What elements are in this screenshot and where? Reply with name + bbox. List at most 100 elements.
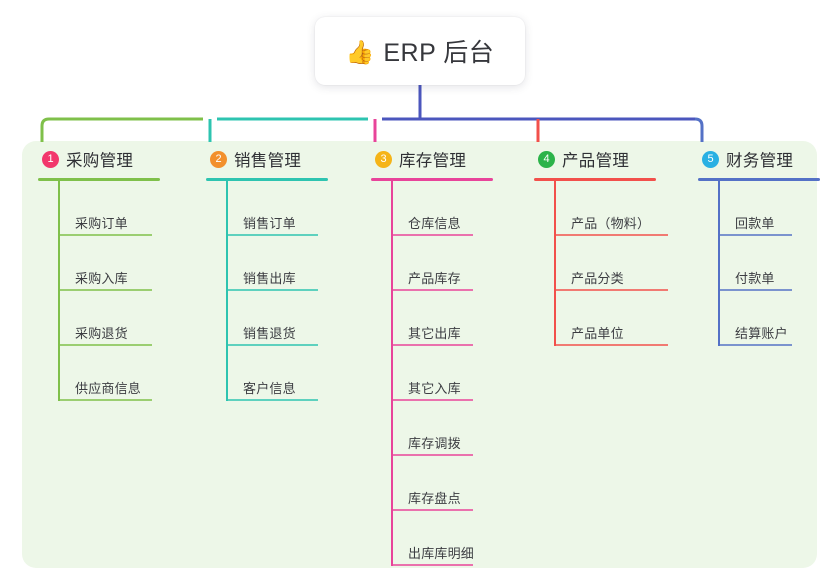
branch-item-rule — [60, 289, 152, 291]
branch-spine-1 — [58, 181, 60, 401]
branch-column-5: 5 财务管理回款单付款单结算账户 — [698, 146, 820, 346]
branch-item-rule — [60, 234, 152, 236]
thumbs-up-icon: 👍 — [345, 38, 375, 65]
branch-item[interactable]: 其它出库 — [391, 291, 493, 346]
branch-item[interactable]: 库存调拨 — [391, 401, 493, 456]
branch-item-label: 产品分类 — [571, 271, 624, 286]
branch-badge-2: 2 — [210, 150, 227, 168]
root-node-label: ERP 后台 — [383, 39, 495, 67]
branch-item[interactable]: 客户信息 — [226, 346, 328, 401]
branch-item-label: 库存调拨 — [408, 436, 461, 451]
branch-item-label: 采购退货 — [75, 326, 128, 341]
branch-item[interactable]: 仓库信息 — [391, 181, 493, 236]
branch-item-label: 仓库信息 — [408, 216, 461, 231]
branch-badge-3: 3 — [375, 150, 392, 168]
branch-title-3: 库存管理 — [399, 152, 467, 170]
branch-items-2: 销售订单销售出库销售退货客户信息 — [226, 181, 328, 401]
branch-column-1: 1 采购管理采购订单采购入库采购退货供应商信息 — [38, 146, 160, 401]
branch-rule-1 — [38, 178, 160, 181]
branch-item-rule — [556, 234, 668, 236]
connector — [694, 117, 704, 142]
branch-items-4: 产品（物料） 产品分类产品单位 — [554, 181, 668, 346]
branch-badge-5: 5 — [702, 150, 719, 168]
branch-badge-1: 1 — [42, 150, 59, 168]
branch-item-rule — [720, 234, 792, 236]
branch-item-rule — [60, 399, 152, 401]
branch-item-rule — [720, 289, 792, 291]
branch-spine-2 — [226, 181, 228, 401]
branch-item[interactable]: 回款单 — [718, 181, 820, 236]
branch-item-label: 产品（物料） — [571, 216, 651, 231]
branch-item-label: 采购入库 — [75, 271, 128, 286]
branch-item[interactable]: 产品库存 — [391, 236, 493, 291]
branch-header-3[interactable]: 3 库存管理 — [371, 146, 493, 172]
branch-item-rule — [393, 509, 473, 511]
branch-header-5[interactable]: 5 财务管理 — [698, 146, 820, 172]
branch-item[interactable]: 采购入库 — [58, 236, 160, 291]
branch-rule-5 — [698, 178, 820, 181]
branch-item[interactable]: 销售退货 — [226, 291, 328, 346]
branch-item-label: 销售订单 — [243, 216, 296, 231]
branch-item[interactable]: 产品单位 — [554, 291, 668, 346]
branch-item[interactable]: 库存盘点 — [391, 456, 493, 511]
branch-item-rule — [228, 234, 318, 236]
branch-item[interactable]: 采购订单 — [58, 181, 160, 236]
branch-item[interactable]: 销售订单 — [226, 181, 328, 236]
branch-title-2: 销售管理 — [234, 152, 302, 170]
branch-column-3: 3 库存管理仓库信息产品库存其它出库其它入库库存调拨库存盘点出库库明细 — [371, 146, 493, 566]
branch-item-label: 结算账户 — [735, 326, 788, 341]
branch-item[interactable]: 产品（物料） — [554, 181, 668, 236]
branch-item-label: 付款单 — [735, 271, 775, 286]
branch-item-label: 回款单 — [735, 216, 775, 231]
connector — [40, 117, 50, 142]
branch-items-5: 回款单付款单结算账户 — [718, 181, 820, 346]
branch-item-rule — [393, 454, 473, 456]
branch-item[interactable]: 销售出库 — [226, 236, 328, 291]
branch-item-label: 库存盘点 — [408, 491, 461, 506]
branch-item[interactable]: 付款单 — [718, 236, 820, 291]
root-node-content: 👍 ERP 后台 — [346, 33, 495, 69]
branch-item-rule — [720, 344, 792, 346]
branch-item-rule — [228, 289, 318, 291]
branch-item[interactable]: 结算账户 — [718, 291, 820, 346]
branch-item-label: 客户信息 — [243, 381, 296, 396]
branch-items-3: 仓库信息产品库存其它出库其它入库库存调拨库存盘点出库库明细 — [391, 181, 493, 566]
branch-items-1: 采购订单采购入库采购退货供应商信息 — [58, 181, 160, 401]
branch-item-rule — [556, 289, 668, 291]
branch-title-5: 财务管理 — [726, 152, 794, 170]
branch-item-label: 其它入库 — [408, 381, 461, 396]
branch-rule-3 — [371, 178, 493, 181]
branch-item[interactable]: 其它入库 — [391, 346, 493, 401]
branch-item-rule — [60, 344, 152, 346]
branch-item-label: 其它出库 — [408, 326, 461, 341]
branch-header-2[interactable]: 2 销售管理 — [206, 146, 328, 172]
branch-column-2: 2 销售管理销售订单销售出库销售退货客户信息 — [206, 146, 328, 401]
root-node[interactable]: 👍 ERP 后台 — [315, 17, 525, 85]
branch-item-rule — [393, 399, 473, 401]
branch-item-rule — [228, 344, 318, 346]
branch-item-rule — [393, 234, 473, 236]
branch-spine-5 — [718, 181, 720, 346]
branch-header-1[interactable]: 1 采购管理 — [38, 146, 160, 172]
branch-spine-4 — [554, 181, 556, 346]
branch-item[interactable]: 产品分类 — [554, 236, 668, 291]
branch-title-1: 采购管理 — [66, 152, 134, 170]
branch-item[interactable]: 出库库明细 — [391, 511, 493, 566]
branch-rule-2 — [206, 178, 328, 181]
branch-item[interactable]: 供应商信息 — [58, 346, 160, 401]
branch-item-rule — [393, 344, 473, 346]
branch-item-rule — [556, 344, 668, 346]
branch-item-label: 采购订单 — [75, 216, 128, 231]
branch-rule-4 — [534, 178, 656, 181]
branch-badge-4: 4 — [538, 150, 555, 168]
branch-item-label: 产品单位 — [571, 326, 624, 341]
branch-item-label: 出库库明细 — [408, 546, 475, 561]
branch-item-rule — [228, 399, 318, 401]
branch-item-label: 供应商信息 — [75, 381, 142, 396]
branch-item-label: 销售退货 — [243, 326, 296, 341]
branch-item[interactable]: 采购退货 — [58, 291, 160, 346]
branch-item-rule — [393, 289, 473, 291]
